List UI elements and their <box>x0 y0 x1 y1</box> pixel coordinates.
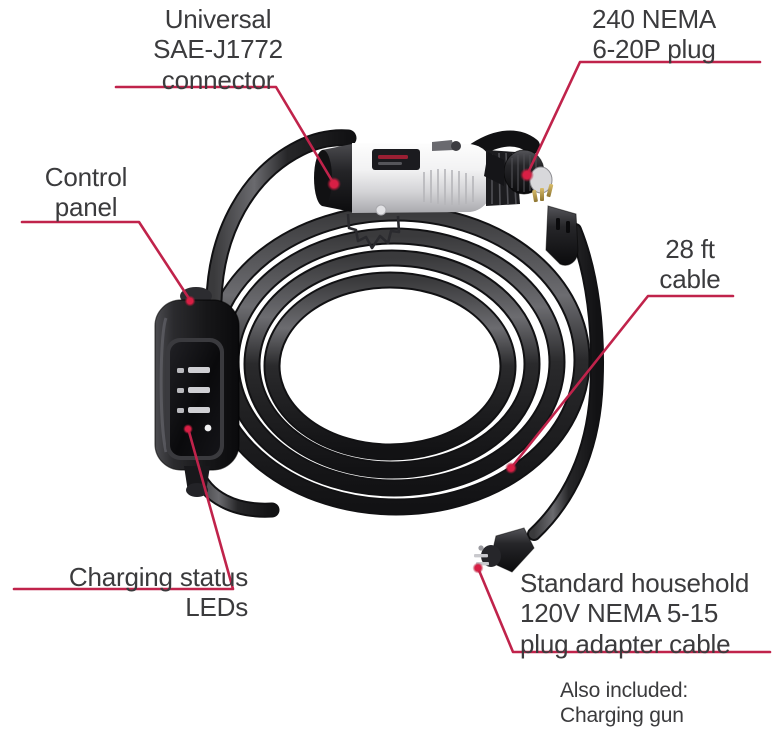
label-nema-6-20p-plug: 240 NEMA 6-20P plug <box>591 4 717 65</box>
leader-28ft-cable <box>509 294 735 470</box>
leader-status-leds <box>12 426 235 591</box>
nema-5-15-adapter <box>474 527 535 573</box>
label-j1772-connector: Universal SAE-J1772 connector <box>153 4 283 95</box>
label-control-panel: Control panel <box>44 162 128 223</box>
label-also-included: Also included: Charging gun <box>560 679 688 728</box>
label-nema-5-15-adapter: Standard household 120V NEMA 5-15 plug a… <box>520 568 750 659</box>
charging-cable <box>188 129 605 541</box>
label-charging-status-leds: Charging status LEDs <box>68 562 248 623</box>
leader-control-panel <box>20 220 192 302</box>
control-panel <box>154 287 240 497</box>
label-28ft-cable: 28 ft cable <box>659 234 721 295</box>
leader-j1772 <box>114 85 336 186</box>
leader-nema-6-20p <box>525 60 762 177</box>
status-leds <box>177 367 212 432</box>
leader-endpoint-dots <box>183 168 534 574</box>
leader-nema-5-15 <box>476 566 772 654</box>
inline-socket-connector <box>545 205 579 266</box>
